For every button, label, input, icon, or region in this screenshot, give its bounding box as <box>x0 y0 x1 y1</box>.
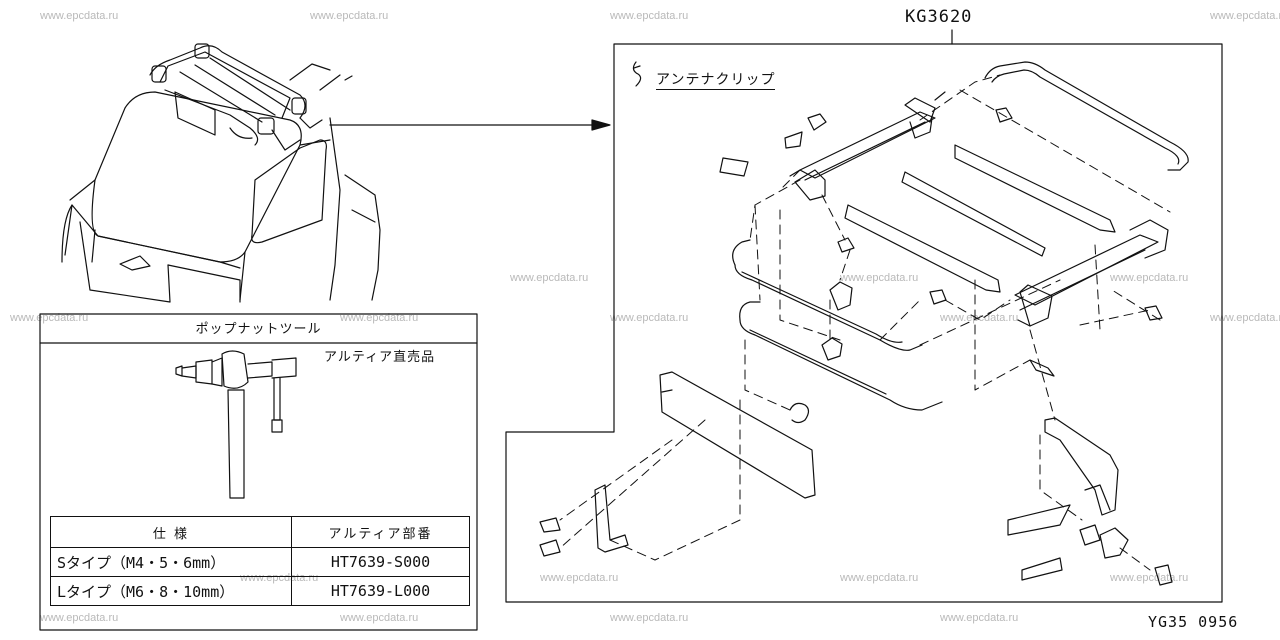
spec-cell: Lタイプ（M6・8・10mm） <box>50 576 292 606</box>
watermark: www.epcdata.ru <box>40 10 119 22</box>
watermark: www.epcdata.ru <box>10 312 89 324</box>
watermark: www.epcdata.ru <box>610 312 689 324</box>
watermark: www.epcdata.ru <box>610 10 689 22</box>
part-number-header: アルティア部番 <box>291 516 470 548</box>
watermark: www.epcdata.ru <box>1210 312 1280 324</box>
assembly-lines <box>559 74 1171 571</box>
watermark: www.epcdata.ru <box>1210 10 1280 22</box>
watermark: www.epcdata.ru <box>310 10 389 22</box>
clip-icon <box>632 61 642 87</box>
vehicle-sketch <box>61 43 381 303</box>
part-code: KG3620 <box>905 7 973 27</box>
roof-rack-assembly <box>539 61 1189 586</box>
watermark: www.epcdata.ru <box>510 272 589 284</box>
arrowhead <box>591 119 611 131</box>
spec-table-header-row: 仕 様 アルティア部番 <box>50 516 470 548</box>
watermark: www.epcdata.ru <box>340 612 419 624</box>
tool-box <box>39 313 478 631</box>
detail-frame <box>505 43 1223 603</box>
watermark: www.epcdata.ru <box>840 272 919 284</box>
spec-table: 仕 様 アルティア部番 Sタイプ（M4・5・6mm） HT7639-S000 L… <box>50 516 470 606</box>
watermark: www.epcdata.ru <box>340 312 419 324</box>
part-number-cell: HT7639-L000 <box>291 576 470 606</box>
spec-header: 仕 様 <box>50 516 292 548</box>
figure-number: YG35 0956 <box>1148 613 1239 631</box>
pop-nut-tool-illustration <box>175 350 297 499</box>
tool-box-note: アルティア直売品 <box>324 350 436 365</box>
antenna-clip-label: アンテナクリップ <box>656 72 776 90</box>
watermark: www.epcdata.ru <box>1110 572 1189 584</box>
watermark: www.epcdata.ru <box>40 612 119 624</box>
watermark: www.epcdata.ru <box>840 572 919 584</box>
tool-box-title: ポップナットツール <box>195 322 322 337</box>
watermark: www.epcdata.ru <box>940 612 1019 624</box>
watermark: www.epcdata.ru <box>1110 272 1189 284</box>
table-row: Sタイプ（M4・5・6mm） HT7639-S000 <box>50 547 470 577</box>
part-number-cell: HT7639-S000 <box>291 547 470 577</box>
table-row: Lタイプ（M6・8・10mm） HT7639-L000 <box>50 576 470 606</box>
watermark: www.epcdata.ru <box>540 572 619 584</box>
watermark: www.epcdata.ru <box>610 612 689 624</box>
spec-cell: Sタイプ（M4・5・6mm） <box>50 547 292 577</box>
